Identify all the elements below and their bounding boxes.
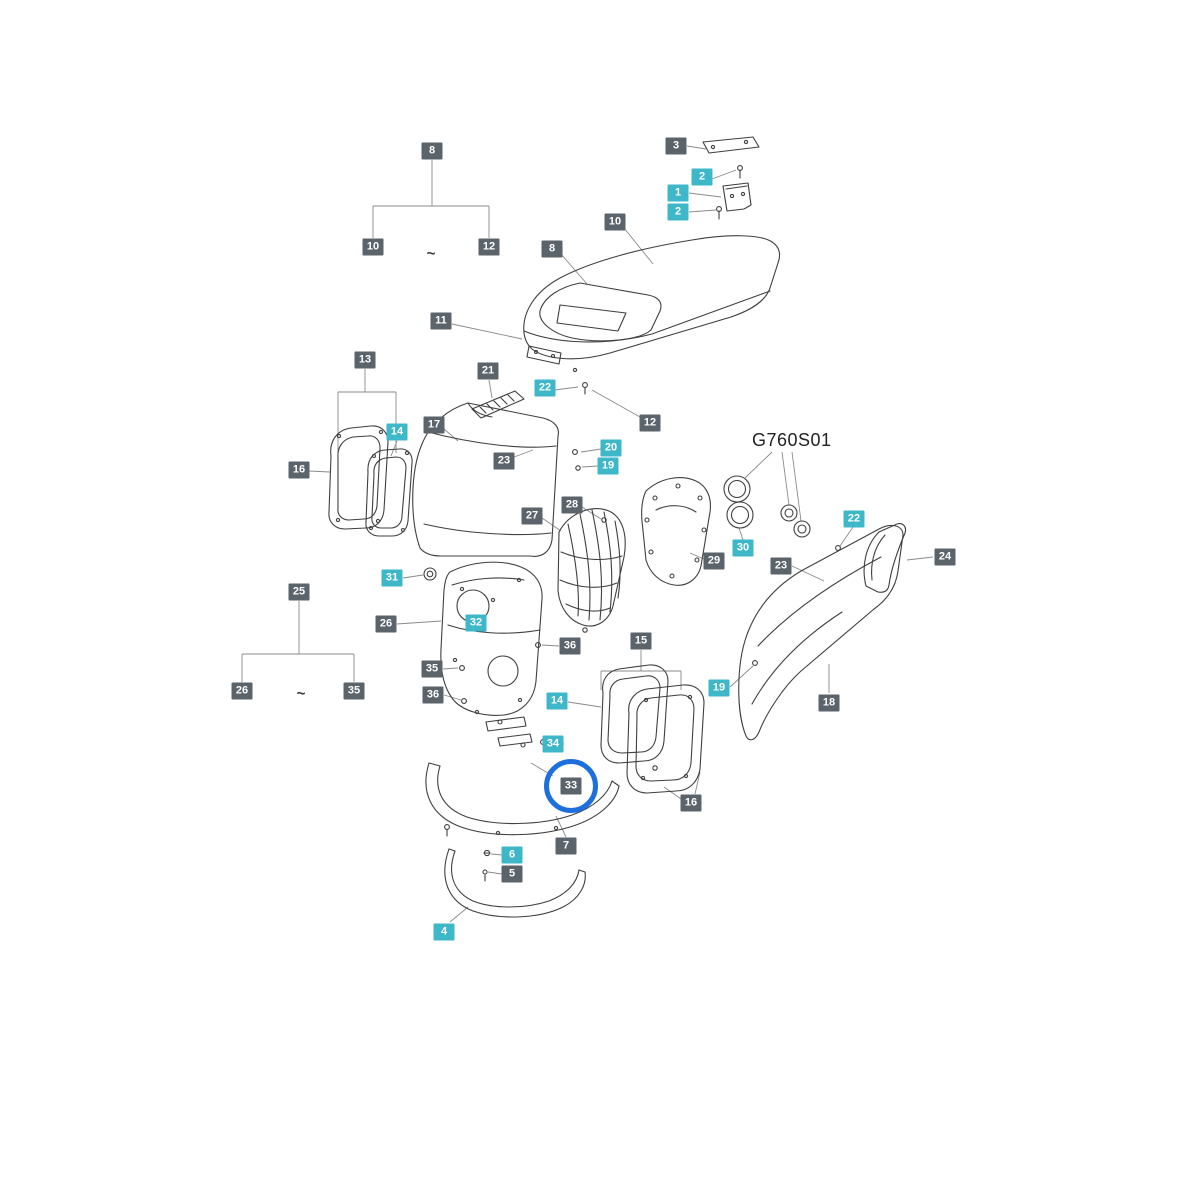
- reference-code: G760S01: [752, 430, 832, 450]
- part-label-2[interactable]: 2: [691, 168, 713, 186]
- tilde-separator: ~: [426, 245, 436, 263]
- part-label-14[interactable]: 14: [546, 692, 568, 710]
- part-label-5[interactable]: 5: [501, 865, 523, 883]
- part-label-3[interactable]: 3: [665, 137, 687, 155]
- part-label-25[interactable]: 25: [288, 583, 310, 601]
- part-lamp-frame-front: [626, 684, 705, 794]
- part-label-11[interactable]: 11: [430, 312, 452, 330]
- part-gasket-right: [641, 477, 711, 586]
- part-label-16[interactable]: 16: [288, 461, 310, 479]
- part-label-19[interactable]: 19: [708, 679, 730, 697]
- part-hinge-plate: [702, 136, 760, 220]
- part-grommet: [423, 567, 437, 581]
- part-label-7[interactable]: 7: [555, 837, 577, 855]
- part-lower-bumper: [444, 848, 586, 918]
- part-label-8[interactable]: 8: [541, 240, 563, 258]
- part-label-24[interactable]: 24: [934, 548, 956, 566]
- part-label-21[interactable]: 21: [477, 362, 499, 380]
- part-label-17[interactable]: 17: [423, 416, 445, 434]
- part-label-18[interactable]: 18: [818, 694, 840, 712]
- part-label-14[interactable]: 14: [386, 423, 408, 441]
- part-grille-mesh: [557, 508, 626, 633]
- part-bulbs: [780, 504, 811, 538]
- part-label-29[interactable]: 29: [703, 552, 725, 570]
- part-label-36[interactable]: 36: [559, 637, 581, 655]
- part-label-15[interactable]: 15: [630, 632, 652, 650]
- part-label-10[interactable]: 10: [604, 213, 626, 231]
- part-hood: [523, 235, 781, 395]
- part-label-36[interactable]: 36: [422, 686, 444, 704]
- part-label-34[interactable]: 34: [542, 735, 564, 753]
- part-label-26[interactable]: 26: [231, 682, 253, 700]
- part-label-10[interactable]: 10: [362, 238, 384, 256]
- tilde-separator: ~: [296, 685, 306, 703]
- part-label-12[interactable]: 12: [639, 414, 661, 432]
- part-label-33[interactable]: 33: [560, 777, 582, 795]
- part-left-side-panel: [412, 402, 581, 557]
- part-hood-gasket-left-2: [365, 448, 413, 537]
- part-label-26[interactable]: 26: [375, 615, 397, 633]
- part-label-8[interactable]: 8: [421, 142, 443, 160]
- part-label-23[interactable]: 23: [770, 557, 792, 575]
- part-label-35[interactable]: 35: [343, 682, 365, 700]
- leader-lines: [241, 145, 934, 923]
- part-label-27[interactable]: 27: [521, 507, 543, 525]
- part-label-4[interactable]: 4: [433, 923, 455, 941]
- part-label-19[interactable]: 19: [597, 457, 619, 475]
- part-label-22[interactable]: 22: [534, 379, 556, 397]
- part-panel-brackets: [485, 716, 546, 748]
- part-label-28[interactable]: 28: [561, 496, 583, 514]
- part-label-31[interactable]: 31: [381, 569, 403, 587]
- part-label-30[interactable]: 30: [732, 539, 754, 557]
- part-label-35[interactable]: 35: [421, 660, 443, 678]
- part-label-32[interactable]: 32: [465, 614, 487, 632]
- part-label-20[interactable]: 20: [600, 439, 622, 457]
- part-label-2[interactable]: 2: [667, 203, 689, 221]
- part-side-strip: [863, 523, 907, 593]
- part-label-6[interactable]: 6: [501, 846, 523, 864]
- part-label-16[interactable]: 16: [680, 794, 702, 812]
- part-label-22[interactable]: 22: [843, 510, 865, 528]
- part-label-13[interactable]: 13: [354, 351, 376, 369]
- part-hood-gasket-left: [328, 425, 389, 530]
- part-label-12[interactable]: 12: [478, 238, 500, 256]
- part-label-23[interactable]: 23: [493, 452, 515, 470]
- part-lamp-frame-rear: [600, 664, 669, 764]
- part-lamp-bezels: [723, 475, 754, 529]
- part-label-1[interactable]: 1: [667, 184, 689, 202]
